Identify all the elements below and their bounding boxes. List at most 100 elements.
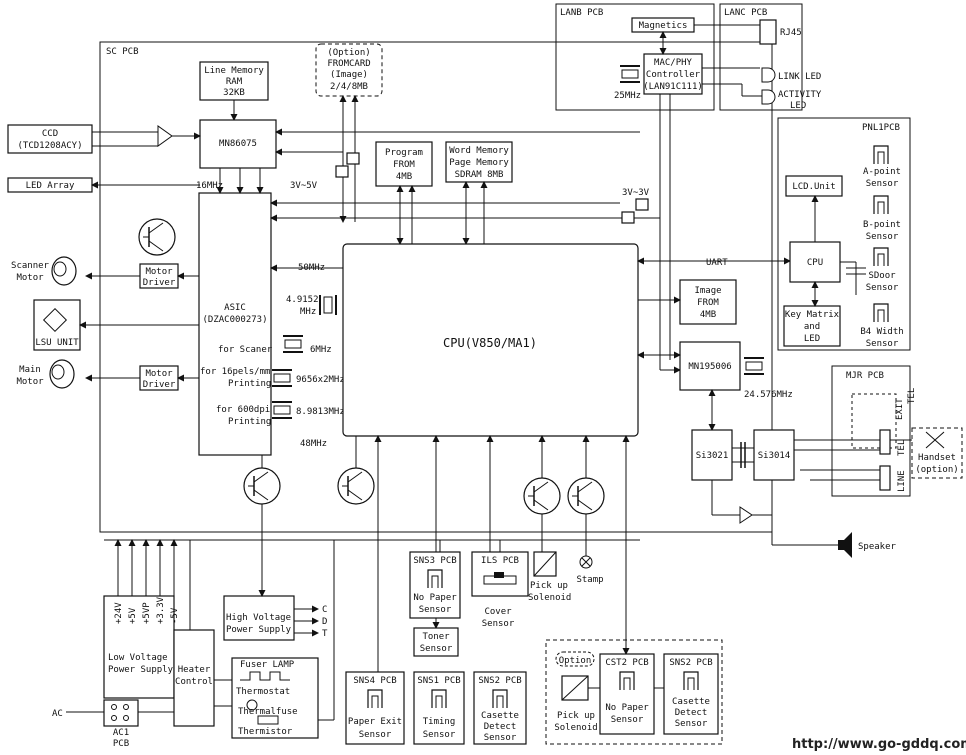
b-point-l1: Sensor (866, 232, 899, 242)
heater-control-box (173, 629, 215, 727)
mjr-pcb-label: MJR PCB (846, 371, 884, 381)
key-matrix-l1: and (804, 322, 820, 332)
handset-icon (925, 431, 945, 449)
volt-5vp: +5VP (142, 602, 152, 624)
tel-label: TEL (897, 440, 907, 456)
voltage-arrows (114, 539, 178, 596)
line-label: LINE (897, 470, 907, 492)
asic-transistor-2 (337, 467, 375, 505)
program-from-l0: Program (385, 148, 423, 158)
sns1-l0: SNS1 PCB (417, 676, 460, 686)
magnetics-label: Magnetics (639, 21, 688, 31)
handset-l1: (option) (915, 465, 958, 475)
cst2-l0: CST2 PCB (605, 658, 648, 668)
program-from-box (375, 141, 433, 187)
mac-phy-l2: (LAN91C111) (643, 82, 703, 92)
pickup-l1: Solenoid (528, 593, 571, 603)
sns4-l0: SNS4 PCB (353, 676, 396, 686)
volt-5v: +5V (128, 607, 138, 624)
program-from-l1: FROM (393, 160, 415, 170)
freq-49152-l0: 4.9152 (286, 295, 319, 305)
a-point-sensor-icon (873, 145, 889, 165)
sns3-l2: Sensor (419, 605, 452, 615)
sns3-box (409, 551, 461, 619)
crystal-9656 (272, 369, 292, 387)
sns2-box (473, 671, 527, 745)
asic-600dpi-l0: for 600dpi (216, 405, 270, 415)
line-memory-l2: 32KB (223, 88, 245, 98)
volt-33v: +3.3V (156, 596, 166, 624)
sns4-box (345, 671, 405, 745)
toner-sensor-box (413, 627, 459, 657)
freq-48mhz: 48MHz (300, 439, 327, 449)
thermalfuse-icon (246, 699, 258, 711)
buffer-c (621, 211, 635, 224)
cst2-box (599, 653, 655, 735)
word-memory-l0: Word Memory (449, 146, 509, 156)
scanner-motor-icon (51, 256, 77, 286)
pnl-cpu-label: CPU (807, 258, 823, 268)
asic-l0: ASIC (224, 303, 246, 313)
crystal-6mhz (283, 335, 303, 353)
b4-width-sensor-icon (873, 303, 889, 323)
asic-box (198, 192, 272, 456)
pickup-opt-l1: Solenoid (554, 723, 597, 733)
sdoor-l1: Sensor (866, 283, 899, 293)
activity-led-icon (761, 89, 776, 105)
si3021-label: Si3021 (696, 451, 729, 461)
b-point-sensor-icon (873, 195, 889, 215)
freq-16mhz: 16MHz (196, 181, 223, 191)
scanner-transistor (138, 218, 176, 256)
lanb-pcb-label: LANB PCB (560, 8, 603, 18)
ac1-pcb-label: PCB (113, 739, 129, 749)
b4-width-l0: B4 Width (860, 327, 903, 337)
lcd-unit-label: LCD.Unit (792, 182, 835, 192)
mn195006-label: MN195006 (688, 362, 731, 372)
option-label: Option (559, 656, 592, 666)
lanb-pcb-outline (555, 3, 715, 111)
activity-led-l0: ACTIVITY (778, 90, 822, 100)
toner-l0: Toner (422, 632, 450, 642)
ac-label: AC (52, 709, 63, 719)
si3014-box (753, 429, 795, 481)
stamp-transistor (567, 477, 605, 515)
option-fromcard-l2: (Image) (330, 70, 368, 80)
image-from-l2: 4MB (700, 310, 716, 320)
b4-width-l1: Sensor (866, 339, 899, 349)
word-memory-box (445, 141, 513, 183)
pickup-transistor (523, 477, 561, 515)
sns2-l1: Casette (481, 711, 519, 721)
lsu-unit-label: LSU UNIT (35, 338, 79, 348)
mjr-dashed-box (851, 393, 897, 449)
fuser-label: Fuser LAMP (240, 660, 295, 670)
buffer-a (346, 152, 360, 165)
option-fromcard-l1: FROMCARD (327, 59, 370, 69)
sns3-l0: SNS3 PCB (413, 556, 456, 566)
crystal-24576 (744, 357, 764, 375)
a-point-l0: A-point (863, 167, 901, 177)
ac1-pcb-box (103, 699, 139, 727)
watermark-url: http://www.go-gddq.com (792, 737, 966, 752)
exit-label: EXIT (895, 398, 905, 420)
sns2-opt-l2: Detect (675, 708, 708, 718)
scanner-motor-driver (139, 263, 179, 289)
freq-6mhz: 6MHz (310, 345, 332, 355)
lvps-l0: Low Voltage (108, 653, 168, 663)
sdoor-l0: SDoor (868, 271, 896, 281)
hvps-l1: Power Supply (226, 625, 292, 635)
pickup-opt-l0: Pick up (557, 711, 595, 721)
pnl1-pcb-label: PNL1PCB (862, 123, 900, 133)
scanner-driver-l0: Motor (145, 267, 173, 277)
main-driver-l1: Driver (143, 380, 176, 390)
sns2-l0: SNS2 PCB (478, 676, 521, 686)
image-from-l0: Image (694, 286, 721, 296)
fuser-lamp-icon (240, 671, 290, 681)
image-from-l1: FROM (697, 298, 719, 308)
heater-l0: Heater (178, 665, 211, 675)
asic-600dpi-l1: Printing (228, 417, 271, 427)
toner-l1: Sensor (420, 644, 453, 654)
speaker-label: Speaker (858, 542, 897, 552)
ccd-l0: CCD (42, 129, 58, 139)
stamp-label: Stamp (576, 575, 603, 585)
